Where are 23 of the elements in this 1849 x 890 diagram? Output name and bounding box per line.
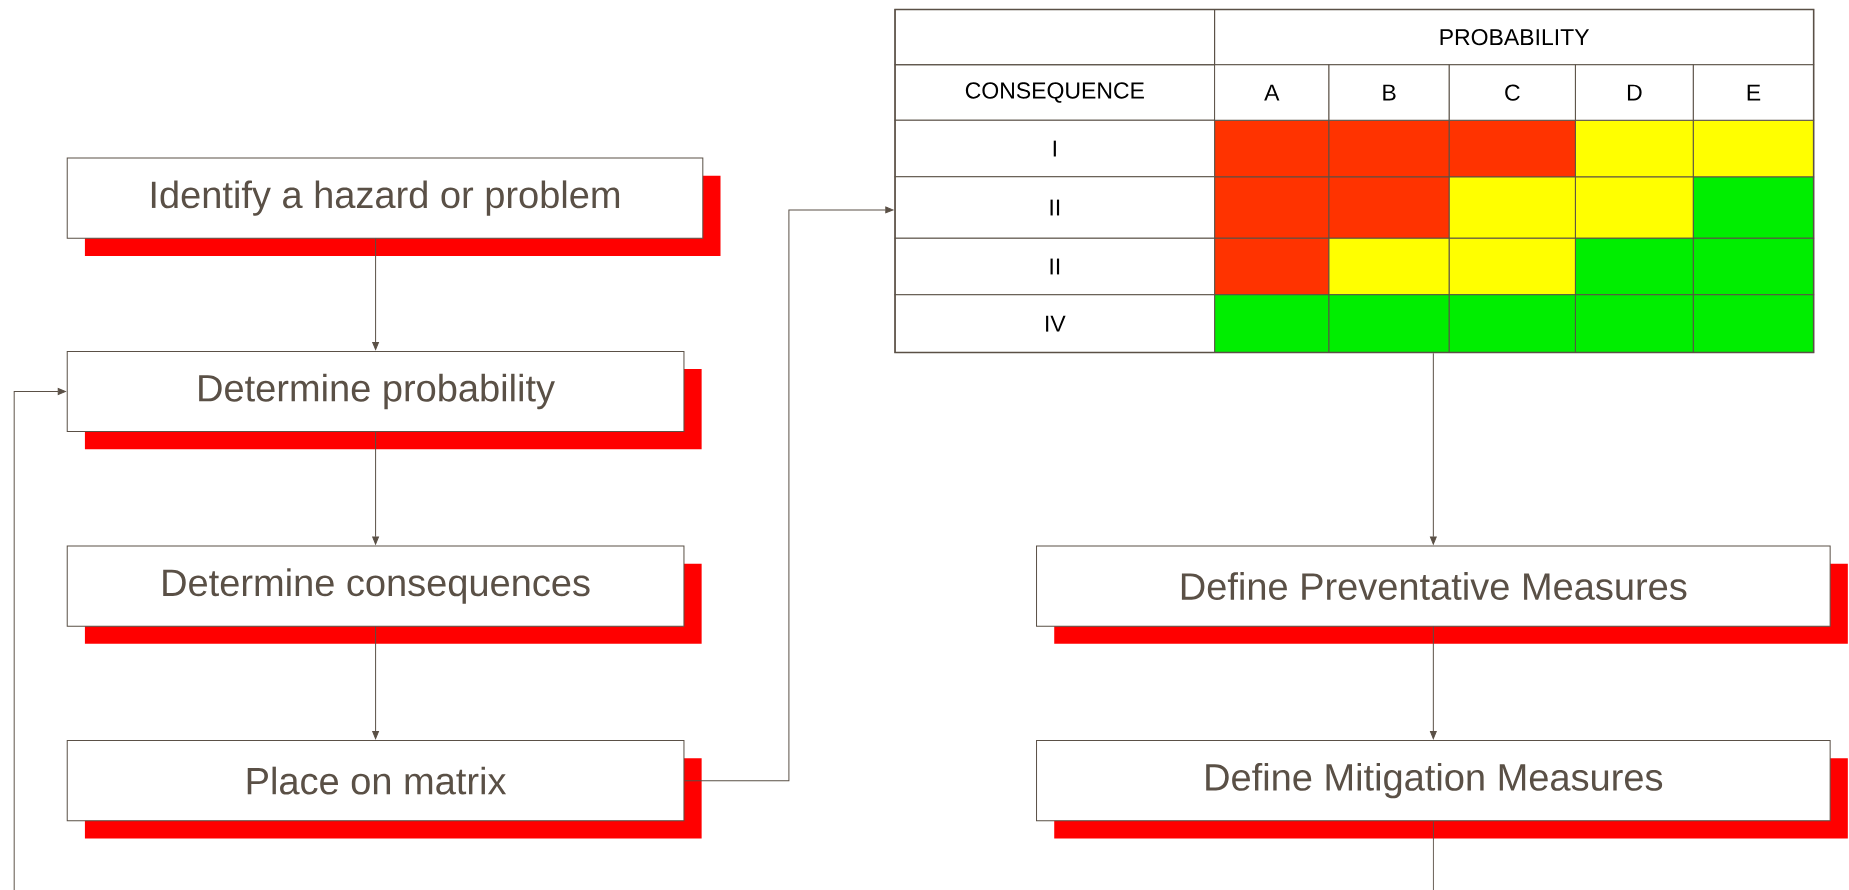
table-cell: IV	[894, 294, 1216, 353]
table-cell: B	[1328, 64, 1450, 121]
process-box: Define Preventative Measures	[1036, 545, 1848, 644]
table-cell: II	[894, 237, 1216, 296]
arrow	[372, 431, 379, 545]
table-cell: E	[1692, 64, 1815, 121]
process-box: Determine probability	[66, 350, 702, 450]
table-cell: I	[894, 119, 1216, 178]
risk-matrix	[894, 8, 1815, 354]
table-cell: D	[1574, 64, 1694, 121]
process-box: Place on matrix	[66, 739, 702, 839]
table-cell: A	[1214, 64, 1330, 121]
table-cell: C	[1448, 64, 1576, 121]
table-cell: II	[894, 176, 1216, 239]
process-box: Determine consequences	[66, 545, 702, 644]
arrow	[1429, 626, 1437, 739]
arrow	[1429, 352, 1437, 545]
process-box: Identify a hazard or problem	[66, 157, 721, 256]
arrow	[683, 206, 894, 781]
arrow	[13, 387, 66, 890]
arrow	[372, 238, 379, 350]
arrow	[372, 626, 379, 739]
process-box: Define Mitigation Measures	[1036, 739, 1848, 839]
